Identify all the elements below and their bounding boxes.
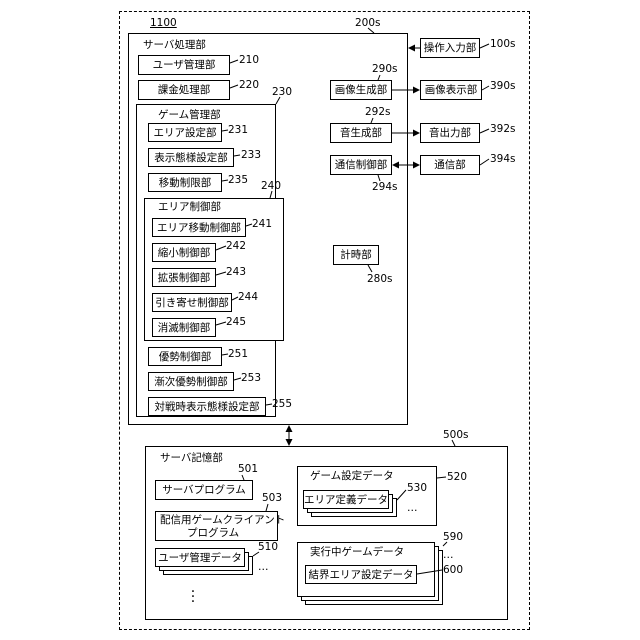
attract-ref: 244 (238, 291, 258, 303)
game-mgmt-ref: 230 (272, 86, 292, 98)
server-processing-title: サーバ処理部 (143, 39, 206, 51)
user-data-ref: 510 (258, 541, 278, 553)
image-display-ref: 390s (490, 80, 516, 92)
user-data-unit: ユーザ管理データ (155, 548, 245, 567)
comm-unit: 通信部 (420, 155, 480, 175)
boundary-area-ref: 600 (443, 564, 463, 576)
storage-vertical-ellipsis: ··· (188, 590, 198, 605)
area-setting-unit: エリア設定部 (148, 123, 222, 142)
comm-ref: 394s (490, 153, 516, 165)
area-move-ref: 241 (252, 218, 272, 230)
image-gen-unit: 画像生成部 (330, 80, 392, 100)
area-def-ref: 530 (407, 482, 427, 494)
game-mgmt-title: ゲーム管理部 (158, 109, 221, 121)
server-program-unit: サーバプログラム (155, 480, 253, 500)
area-control-title: エリア制御部 (158, 201, 221, 213)
area-move-unit: エリア移動制御部 (152, 218, 246, 237)
billing-unit: 課金処理部 (138, 80, 230, 100)
timer-ref: 280s (367, 273, 393, 285)
image-gen-ref: 290s (372, 63, 398, 75)
move-limit-ref: 235 (228, 174, 248, 186)
comm-ctrl-ref: 294s (372, 181, 398, 193)
battle-display-unit: 対戦時表示態様設定部 (148, 397, 266, 416)
gradual-advantage-ref: 253 (241, 372, 261, 384)
gradual-advantage-unit: 漸次優勢制御部 (148, 372, 234, 391)
boundary-area-unit: 結界エリア設定データ (305, 565, 417, 584)
client-program-label-1: 配信用ゲームクライアント (160, 514, 285, 526)
game-settings-ref: 520 (447, 471, 467, 483)
user-mgmt-ref: 210 (239, 54, 259, 66)
battle-display-ref: 255 (272, 398, 292, 410)
shrink-ref: 242 (226, 240, 246, 252)
op-input-unit: 操作入力部 (420, 38, 480, 58)
sound-output-ref: 392s (490, 123, 516, 135)
advantage-unit: 優勢制御部 (148, 347, 222, 366)
server-storage-title: サーバ記憶部 (160, 452, 223, 464)
client-program-label-2: プログラム (187, 527, 239, 539)
running-game-ref: 590 (443, 531, 463, 543)
sound-gen-unit: 音生成部 (330, 123, 392, 143)
vanish-unit: 消滅制御部 (152, 318, 216, 337)
move-limit-unit: 移動制限部 (148, 173, 222, 192)
display-mode-ref: 233 (241, 149, 261, 161)
running-game-ellipsis: ... (443, 549, 454, 561)
server-processing-ref: 200s (355, 17, 381, 29)
server-program-ref: 501 (238, 463, 258, 475)
timer-unit: 計時部 (333, 245, 379, 265)
user-data-ellipsis: ... (258, 561, 269, 573)
server-storage-ref: 500s (443, 429, 469, 441)
op-input-ref: 100s (490, 38, 516, 50)
sound-output-unit: 音出力部 (420, 123, 480, 143)
billing-ref: 220 (239, 79, 259, 91)
expand-unit: 拡張制御部 (152, 268, 216, 287)
expand-ref: 243 (226, 266, 246, 278)
area-def-ellipsis: ... (407, 502, 418, 514)
comm-ctrl-unit: 通信制御部 (330, 155, 392, 175)
image-display-unit: 画像表示部 (420, 80, 482, 100)
area-def-unit: エリア定義データ (303, 490, 389, 509)
advantage-ref: 251 (228, 348, 248, 360)
display-mode-unit: 表示態様設定部 (148, 148, 234, 167)
area-control-ref: 240 (261, 180, 281, 192)
area-setting-ref: 231 (228, 124, 248, 136)
shrink-unit: 縮小制御部 (152, 243, 216, 262)
running-game-title: 実行中ゲームデータ (310, 546, 404, 558)
attract-unit: 引き寄せ制御部 (152, 293, 232, 312)
vanish-ref: 245 (226, 316, 246, 328)
game-settings-title: ゲーム設定データ (310, 470, 394, 482)
client-program-ref: 503 (262, 492, 282, 504)
user-mgmt-unit: ユーザ管理部 (138, 55, 230, 75)
sound-gen-ref: 292s (365, 106, 391, 118)
figure-id: 1100 (150, 17, 177, 29)
